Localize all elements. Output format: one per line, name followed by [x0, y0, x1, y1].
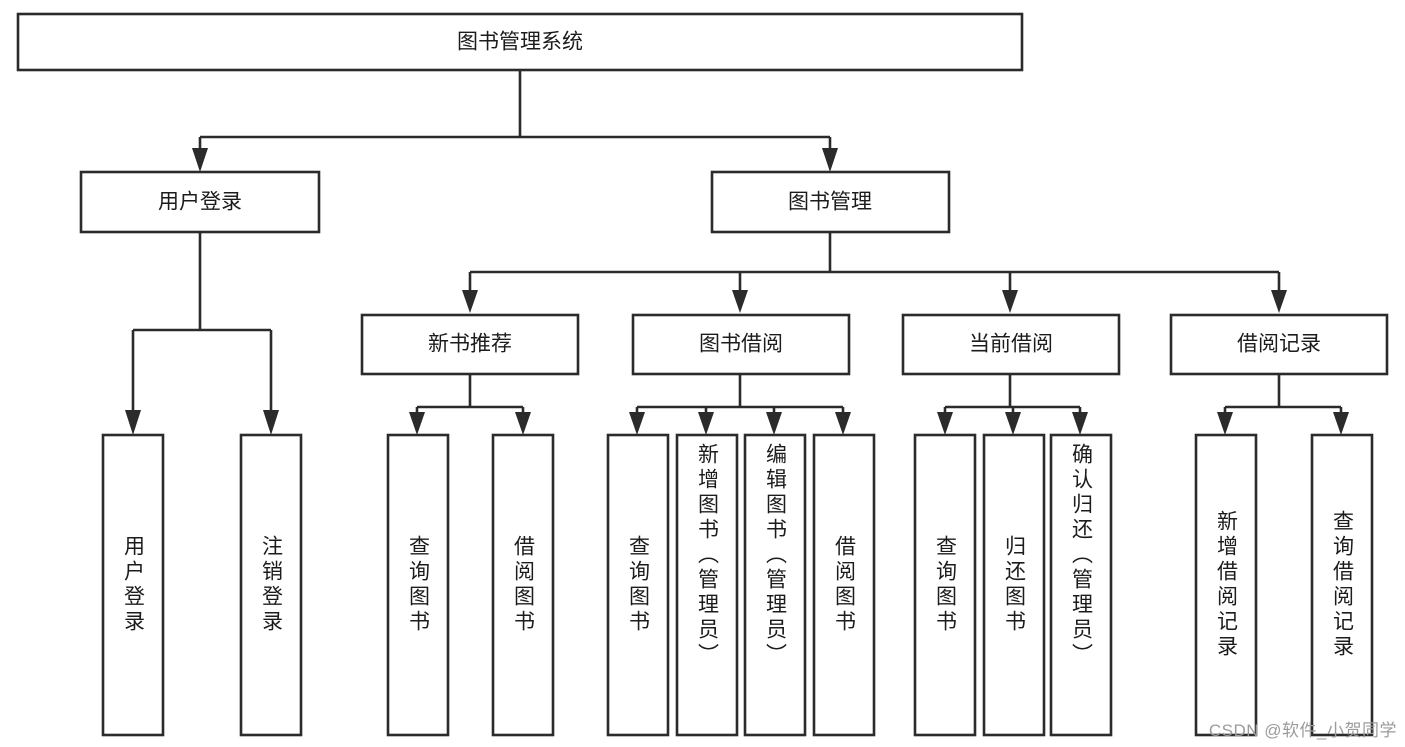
node-root-label: 图书管理系统 [457, 31, 583, 54]
node-book-borrow-label: 图书借阅 [699, 333, 783, 356]
arrow-head-leaf-query-book-1 [409, 412, 425, 435]
node-user-login[interactable]: 用户登录 [79, 170, 321, 234]
node-current-borrow-label: 当前借阅 [969, 333, 1053, 356]
leaf-user-logout-box[interactable] [239, 433, 303, 737]
arrow-head-current-borrow [1002, 290, 1018, 313]
leaf-borrow-book-2-box[interactable] [812, 433, 876, 737]
node-book-manage[interactable]: 图书管理 [710, 170, 951, 234]
leaf-query-book-2-box[interactable] [606, 433, 670, 737]
node-borrow-record-box[interactable] [1169, 313, 1389, 376]
node-current-borrow-box[interactable] [901, 313, 1121, 376]
node-book-manage-box[interactable] [710, 170, 951, 234]
connector-group-book-manage [462, 232, 1287, 313]
arrow-head-user-login [192, 148, 208, 172]
node-root[interactable]: 图书管理系统 [16, 12, 1024, 72]
arrow-head-borrow-record [1271, 290, 1287, 313]
arrow-head-leaf-borrow-book-1 [515, 412, 531, 435]
arrow-head-book-manage [822, 148, 838, 172]
arrow-head-leaf-return-book [1005, 412, 1021, 435]
leaf-query-record-box[interactable] [1310, 433, 1374, 737]
arrow-head-leaf-confirm-return [1072, 412, 1088, 435]
arrow-head-leaf-user-logout [263, 410, 279, 435]
connector-group-root [192, 70, 838, 172]
node-user-login-box[interactable] [79, 170, 321, 234]
connector-group-borrow-record [1217, 375, 1349, 435]
node-book-borrow[interactable]: 图书借阅 [631, 313, 851, 376]
leaf-confirm-return-box[interactable] [1049, 433, 1113, 737]
connector-group-new-book-recommend [409, 375, 531, 435]
node-book-borrow-box[interactable] [631, 313, 851, 376]
leaf-add-record-box[interactable] [1194, 433, 1258, 737]
arrow-head-leaf-query-record [1333, 412, 1349, 435]
arrow-head-new-book-recommend [462, 290, 478, 313]
leaf-query-book-1-box[interactable] [386, 433, 450, 737]
connector-group-book-borrow [629, 375, 851, 435]
node-borrow-record[interactable]: 借阅记录 [1169, 313, 1389, 376]
arrow-head-leaf-edit-book [766, 412, 782, 435]
node-root-box[interactable] [16, 12, 1024, 72]
leaf-user-login-box[interactable] [101, 433, 165, 737]
leaf-borrow-book-1-box[interactable] [491, 433, 555, 737]
arrow-head-leaf-borrow-book-2 [835, 412, 851, 435]
node-borrow-record-label: 借阅记录 [1237, 333, 1321, 356]
arrow-head-leaf-add-record [1217, 412, 1233, 435]
node-book-manage-label: 图书管理 [788, 191, 872, 214]
leaf-edit-book-box[interactable] [743, 433, 807, 737]
connector-group-current-borrow [937, 375, 1088, 435]
node-current-borrow[interactable]: 当前借阅 [901, 313, 1121, 376]
arrow-head-leaf-add-book [698, 412, 714, 435]
leaf-add-book-box[interactable] [675, 433, 739, 737]
leaf-return-book-box[interactable] [982, 433, 1046, 737]
node-user-login-label: 用户登录 [158, 191, 242, 214]
arrow-head-leaf-user-login [125, 410, 141, 435]
arrow-head-leaf-query-book-3 [937, 412, 953, 435]
arrow-head-leaf-query-book-2 [629, 412, 645, 435]
node-new-book-recommend-box[interactable] [360, 313, 580, 376]
arrow-head-book-borrow [732, 290, 748, 313]
connector-group-user-login [125, 232, 279, 435]
node-new-book-recommend[interactable]: 新书推荐 [360, 313, 580, 376]
csdn-watermark: CSDN @软件_小贺同学 [1208, 721, 1397, 740]
leaf-query-book-3-box[interactable] [913, 433, 977, 737]
node-new-book-recommend-label: 新书推荐 [428, 333, 512, 356]
